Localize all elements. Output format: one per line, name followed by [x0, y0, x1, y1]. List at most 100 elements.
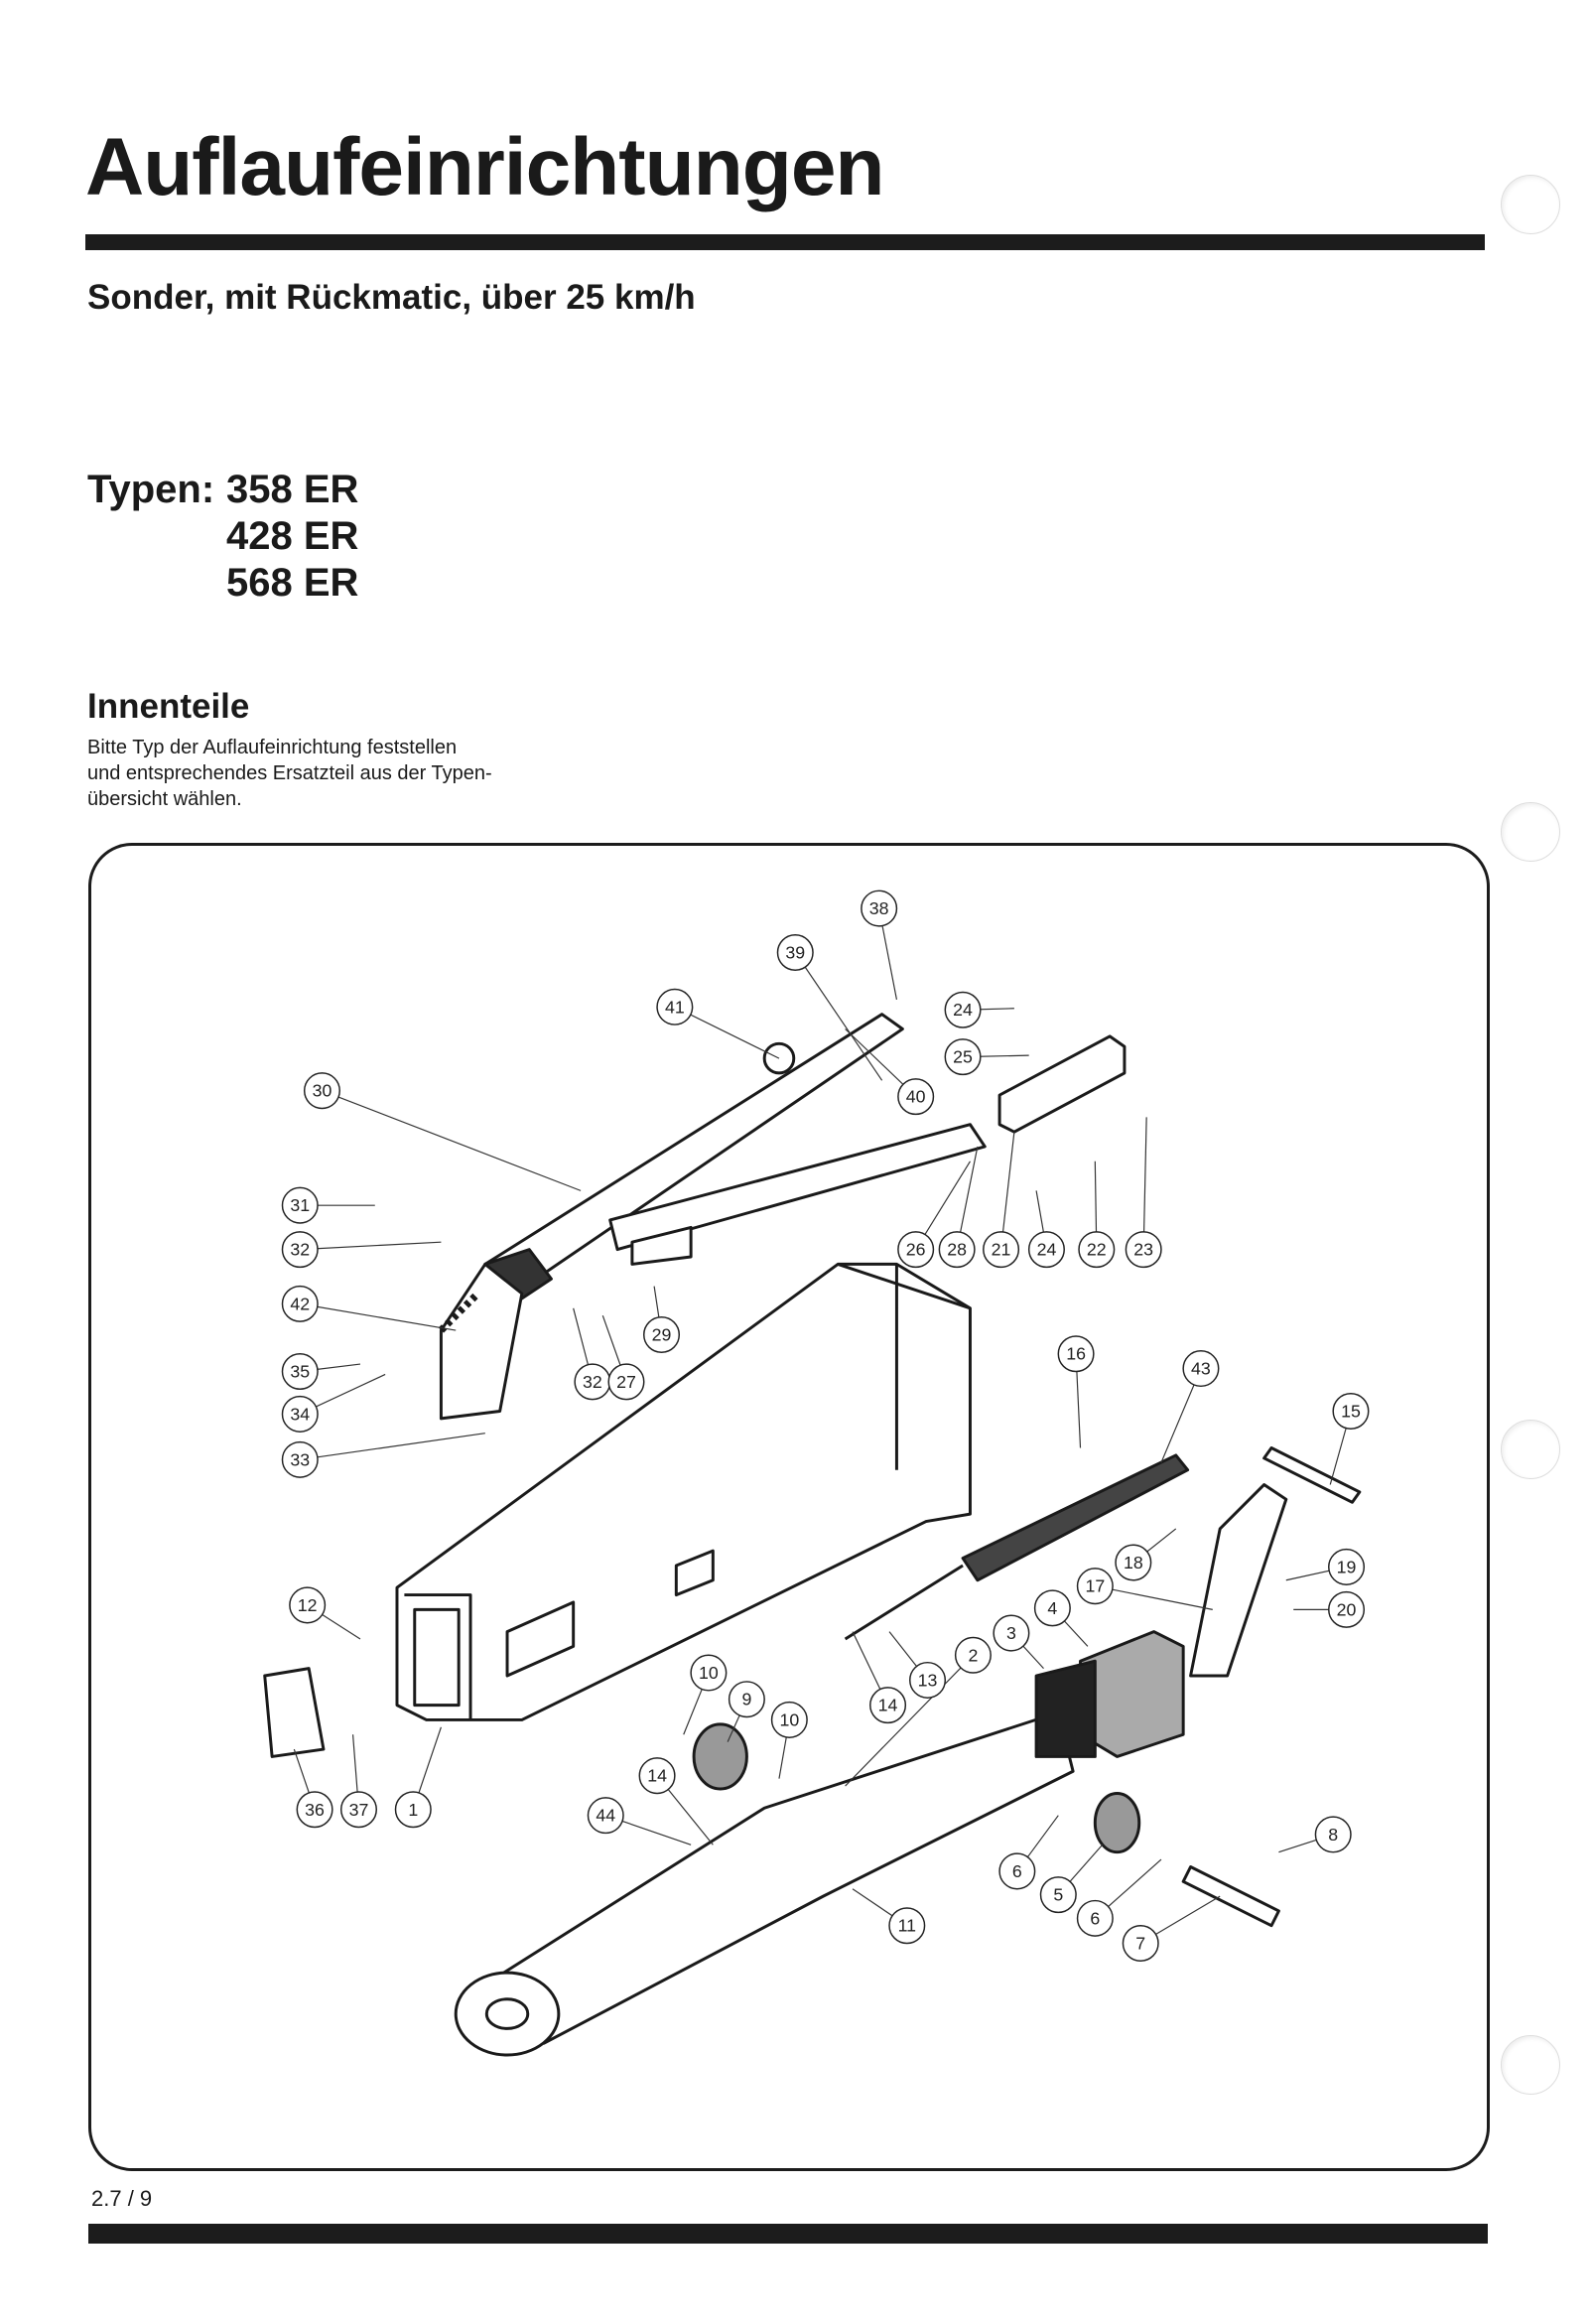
part-callout: 44 [587, 1797, 692, 1846]
shock-absorber [961, 1453, 1190, 1582]
part-callout: 20 [1293, 1590, 1366, 1628]
callout-circle [289, 1586, 327, 1624]
callout-number: 5 [1053, 1885, 1063, 1905]
callout-circle [643, 1315, 681, 1353]
callout-number: 32 [583, 1372, 602, 1392]
callout-number: 17 [1085, 1576, 1105, 1596]
part-callout: 12 [289, 1586, 361, 1640]
callout-circle [281, 1352, 319, 1391]
callout-number: 39 [785, 942, 805, 962]
leader-line [300, 1302, 457, 1331]
part-callout: 23 [1125, 1117, 1162, 1269]
leader-line [1095, 1585, 1213, 1610]
part-callout: 26 [897, 1161, 971, 1269]
title-rule [85, 234, 1485, 250]
part-callout: 14 [638, 1757, 714, 1846]
callout-number: 31 [290, 1195, 310, 1215]
types-list: Typen:358 ER 428 ER 568 ER [87, 467, 358, 607]
part-callout: 6 [1076, 1858, 1162, 1937]
punch-hole [1501, 175, 1560, 234]
callout-circle [281, 1395, 319, 1433]
page-subtitle: Sonder, mit Rückmatic, über 25 km/h [87, 278, 696, 317]
callout-circle [897, 1231, 935, 1269]
leader-line [794, 952, 883, 1081]
callout-circle [281, 1285, 319, 1322]
part-callout: 3 [993, 1614, 1044, 1670]
callout-circle [1115, 1544, 1152, 1581]
callout-number: 14 [647, 1766, 667, 1786]
callout-circle [339, 1791, 377, 1829]
callout-number: 19 [1337, 1557, 1357, 1576]
drawbar [483, 1710, 1075, 2045]
callout-number: 15 [1341, 1401, 1361, 1421]
callout-circle [998, 1852, 1036, 1890]
callout-number: 18 [1124, 1553, 1143, 1572]
callout-number: 10 [779, 1709, 799, 1729]
callout-circle [281, 1440, 319, 1478]
callout-circle [1332, 1392, 1370, 1430]
leader-line [674, 1006, 780, 1059]
part-callout: 36 [293, 1748, 333, 1829]
part-callout: 11 [852, 1888, 926, 1945]
part-callout: 4 [1033, 1589, 1089, 1647]
page-number: 2.7 / 9 [91, 2186, 153, 2211]
leader-line [322, 1090, 582, 1191]
part-callout: 2 [845, 1636, 992, 1787]
callout-circle [1033, 1589, 1071, 1627]
part-callout: 27 [601, 1315, 645, 1401]
callout-circle [1039, 1876, 1077, 1914]
callout-number: 36 [305, 1800, 325, 1820]
callout-circle [1125, 1231, 1162, 1269]
part-callout: 30 [303, 1072, 582, 1191]
callout-number: 43 [1191, 1359, 1211, 1379]
callout-number: 3 [1006, 1623, 1016, 1643]
punch-hole [1501, 802, 1560, 862]
part-callout: 14 [852, 1631, 907, 1724]
drawbar-housing [395, 1262, 972, 1721]
callout-number: 16 [1066, 1344, 1086, 1364]
callout-number: 6 [1090, 1908, 1100, 1928]
part-callout: 42 [281, 1285, 457, 1331]
part-callout: 43 [1160, 1350, 1220, 1463]
bushing [1093, 1791, 1141, 1854]
lever-ring [762, 1041, 796, 1075]
part-callout: 40 [845, 1028, 935, 1116]
part-callout: 22 [1078, 1161, 1116, 1269]
callout-number: 40 [906, 1087, 926, 1107]
callout-circle [1027, 1231, 1065, 1269]
brake-rod [608, 1123, 987, 1252]
leader-line [1142, 1117, 1147, 1250]
leader-line [999, 1132, 1015, 1250]
callout-circle [869, 1687, 907, 1724]
part-callout: 28 [938, 1146, 979, 1269]
callout-circle [607, 1363, 645, 1401]
toothed-segment [439, 1262, 524, 1421]
callout-circle [1078, 1231, 1116, 1269]
cover-cap [263, 1667, 326, 1758]
callout-circle [993, 1614, 1030, 1652]
reversing-lever [1189, 1483, 1288, 1678]
bolt [1262, 1446, 1362, 1504]
callout-number: 13 [918, 1670, 938, 1690]
bushing [692, 1722, 748, 1791]
clevis [997, 1034, 1127, 1134]
callout-number: 6 [1012, 1861, 1022, 1881]
callout-circle [281, 1231, 319, 1269]
callout-number: 23 [1133, 1240, 1153, 1260]
part-callout: 15 [1329, 1392, 1370, 1485]
section-note: Bitte Typ der Auflaufeinrichtung festste… [87, 735, 603, 812]
callout-circle [1182, 1350, 1220, 1388]
leader-line [300, 1241, 442, 1251]
diagram-frame [88, 843, 1490, 2171]
callout-number: 37 [349, 1800, 369, 1820]
callout-circle [954, 1636, 992, 1674]
part-callout: 21 [983, 1132, 1020, 1269]
part-callout: 34 [281, 1373, 386, 1433]
part-callout: 39 [776, 933, 883, 1081]
callout-number: 2 [968, 1645, 978, 1665]
callout-circle [1076, 1899, 1114, 1937]
callout-circle [690, 1654, 728, 1692]
callout-number: 33 [290, 1449, 310, 1469]
page-title: Auflaufeinrichtungen [85, 122, 885, 212]
callout-number: 7 [1135, 1933, 1145, 1953]
